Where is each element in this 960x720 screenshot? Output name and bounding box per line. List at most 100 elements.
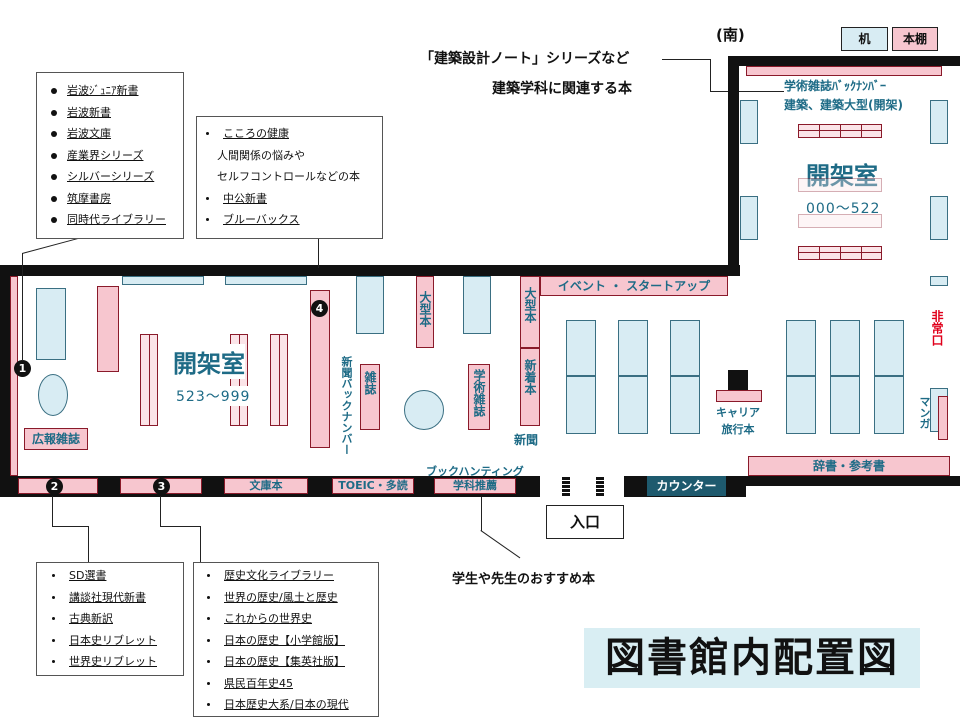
shelf-grid [270, 334, 288, 426]
manga-shelf [938, 396, 948, 440]
marker-1: 1 [14, 360, 31, 377]
list-item: SD選書 [51, 565, 183, 587]
pillar [728, 370, 748, 390]
wall [746, 476, 960, 486]
counter: カウンター [647, 476, 726, 496]
list-item: 県民百年史45 [206, 673, 378, 695]
page-title: 図書館内配置図 [584, 628, 920, 688]
connector-line [200, 526, 201, 562]
shelf-grid [798, 214, 882, 228]
list-item-label: 同時代ライブラリー [67, 213, 166, 226]
wall [0, 265, 740, 276]
list-item-label: 世界の歴史/風土と歴史 [224, 590, 338, 604]
new-books-shelf: 新着本 [520, 348, 540, 426]
shelf-grid [798, 246, 882, 260]
entrance-label: 入口 [546, 505, 624, 539]
list-item: 日本の歴史【小学館版】 [206, 630, 378, 652]
recommend-shelf: 学科推薦 [434, 478, 516, 494]
large-books-shelf-2: 大型本 [520, 276, 540, 348]
career-travel-shelf [716, 390, 762, 402]
left-wall-shelf [10, 276, 18, 476]
desk [874, 320, 904, 376]
list-item: シルバーシリーズ [51, 166, 183, 188]
list-box-1: 岩波ｼﾞｭﾆｱ新書岩波新書岩波文庫産業界シリーズシルバーシリーズ筑摩書房同時代ラ… [36, 72, 184, 239]
list-item: 歴史文化ライブラリー [206, 565, 378, 587]
bullet [51, 217, 57, 223]
bunko-shelf: 文庫本 [224, 478, 308, 494]
window [740, 196, 758, 240]
book-hunting-label: ブックハンティング [426, 465, 524, 478]
bullet [51, 109, 57, 116]
list-item: 世界の歴史/風土と歴史 [206, 587, 378, 609]
window [930, 196, 948, 240]
list-item-label: 産業界シリーズ [67, 148, 144, 162]
wall [728, 56, 739, 276]
desk [463, 276, 491, 334]
list-item-label: 日本の歴史【集英社版】 [224, 655, 345, 668]
callout-line [481, 497, 482, 531]
main-room-title: 開架室 [173, 344, 245, 379]
list-item-label: 講談社現代新書 [69, 590, 146, 604]
marker-4: 4 [311, 300, 328, 317]
list-item: 古典新訳 [51, 608, 183, 630]
connector-line [22, 253, 23, 361]
desk [874, 376, 904, 434]
recommend-note: 学生や先生のおすすめ本 [452, 572, 596, 587]
window [122, 276, 204, 285]
desk [618, 376, 648, 434]
callout-architecture-line2: 建築学科に関連する本 [492, 81, 632, 97]
pr-magazines-shelf: 広報雑誌 [24, 428, 88, 450]
academic-magazines-shelf: 学術雑誌 [468, 364, 490, 430]
shelf-grid [798, 124, 882, 138]
career-travel-label: キャリア旅行本 [716, 406, 760, 436]
bullet [52, 660, 55, 663]
desk [830, 320, 860, 376]
callout-line [710, 91, 784, 92]
list-item-label: 古典新訳 [69, 612, 113, 625]
desk [670, 320, 700, 376]
large-books-shelf-1: 大型本 [416, 276, 434, 348]
dictionaries-shelf: 辞書・参考書 [748, 456, 950, 476]
bullet [207, 574, 210, 577]
list-item: 日本史リブレット [51, 630, 183, 652]
shelf [97, 286, 119, 372]
legend-shelf: 本棚 [892, 27, 938, 51]
table-round [38, 374, 68, 416]
list-item: ブルーバックス [205, 209, 382, 231]
marker-2: 2 [46, 478, 63, 495]
connector-line [22, 237, 81, 254]
connector-line [160, 496, 161, 526]
list-item: 講談社現代新書 [51, 587, 183, 609]
window [740, 100, 758, 144]
window [930, 276, 948, 286]
bullet [207, 703, 210, 706]
marker-3: 3 [153, 478, 170, 495]
callout-architecture-line1: 「建築設計ノート」シリーズなど [420, 51, 630, 67]
list-item: 岩波文庫 [51, 123, 183, 145]
upper-room-title: 開架室 [806, 162, 878, 190]
desk [566, 320, 596, 376]
bullet [207, 617, 210, 620]
toeic-shelf: TOEIC・多読 [332, 478, 414, 494]
list-item-label: 県民百年史45 [224, 676, 293, 690]
newspaper-backnumber-label: 新聞バックナンバー [340, 356, 353, 455]
connector-line [88, 526, 89, 562]
list-box-3: 歴史文化ライブラリー世界の歴史/風土と歴史これからの世界史日本の歴史【小学館版】… [193, 562, 379, 717]
entrance-gate [562, 476, 570, 496]
list-item: 筑摩書房 [51, 188, 183, 210]
list-item: 産業界シリーズ [51, 145, 183, 167]
desk [830, 376, 860, 434]
list-item-label: 筑摩書房 [67, 191, 111, 205]
list-item-label: 日本の歴史【小学館版】 [224, 633, 345, 647]
upper-room-range: 000～522 [806, 201, 881, 217]
bullet [51, 88, 57, 94]
bullet [51, 195, 57, 202]
direction-label: (南) [716, 26, 745, 44]
emergency-exit-label: 非常口 [930, 310, 944, 346]
list-item-label: 日本史リブレット [69, 633, 157, 647]
bullet [51, 174, 57, 180]
list-item: これからの世界史 [206, 608, 378, 630]
connector-line [160, 526, 200, 527]
desk [356, 276, 384, 334]
connector-line [52, 526, 88, 527]
